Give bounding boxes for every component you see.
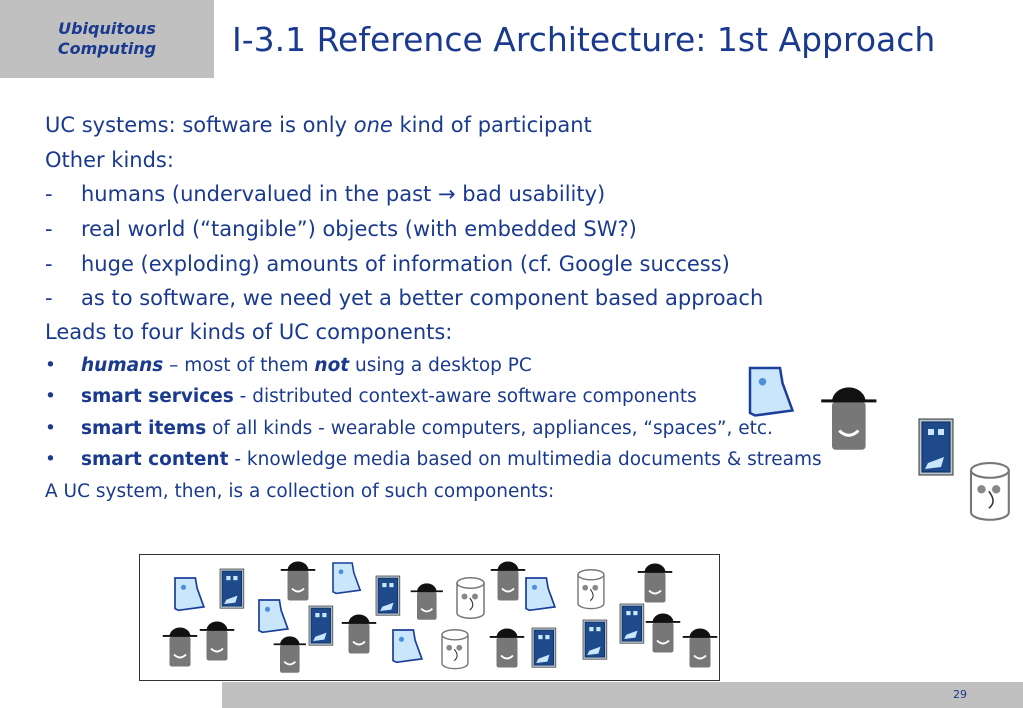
human-icon: [488, 627, 526, 669]
item-icon: [308, 605, 334, 646]
content-icon: [577, 568, 605, 610]
slide-title: I-3.1 Reference Architecture: 1st Approa…: [232, 20, 936, 59]
smart-item-icon: [918, 418, 954, 476]
service-icon: [258, 599, 289, 634]
content-icon: [456, 577, 485, 619]
arrow-icon: →: [437, 182, 456, 206]
course-label-line2: Computing: [57, 39, 157, 58]
service-icon: [392, 629, 423, 664]
line-other-kinds: Other kinds:: [45, 148, 174, 172]
dash-item-software: -as to software, we need yet a better co…: [45, 286, 764, 310]
human-icon: [340, 613, 378, 655]
human-icon: [272, 635, 307, 674]
bullet-smart-services: •smart services - distributed context-aw…: [45, 386, 697, 407]
human-icon: [161, 626, 199, 668]
service-icon: [525, 577, 556, 612]
dash-item-real-world: -real world (“tangible”) objects (with e…: [45, 217, 637, 241]
human-icon: [489, 560, 527, 602]
human-icon: [279, 560, 317, 602]
item-icon: [531, 627, 557, 668]
human-icon: [636, 562, 674, 604]
bullet-humans: •humans – most of them not using a deskt…: [45, 355, 532, 376]
human-icon: [409, 582, 444, 621]
dash-item-humans: -humans (undervalued in the past → bad u…: [45, 182, 606, 206]
course-label: Ubiquitous Computing: [0, 0, 214, 78]
bullet-smart-content: •smart content - knowledge media based o…: [45, 449, 822, 470]
item-icon: [619, 603, 645, 644]
human-icon: [644, 612, 682, 654]
page-number: 29: [953, 688, 967, 701]
content-icon: [441, 628, 469, 670]
smart-service-icon: [748, 366, 794, 417]
human-icon: [198, 620, 236, 662]
item-icon: [375, 575, 401, 616]
dash-item-information: -huge (exploding) amounts of information…: [45, 252, 730, 276]
footer-bar: 29: [222, 682, 1023, 708]
item-icon: [219, 568, 245, 609]
line-participant: UC systems: software is only one kind of…: [45, 113, 592, 137]
line-collection: A UC system, then, is a collection of su…: [45, 481, 555, 502]
service-icon: [332, 562, 362, 595]
human-icon: [681, 627, 719, 669]
line-four-kinds: Leads to four kinds of UC components:: [45, 320, 453, 344]
smart-content-icon: [969, 461, 1010, 521]
course-label-line1: Ubiquitous: [58, 19, 156, 38]
bullet-smart-items: •smart items of all kinds - wearable com…: [45, 418, 773, 439]
item-icon: [582, 619, 608, 660]
service-icon: [174, 577, 205, 612]
human-icon: [819, 385, 878, 452]
